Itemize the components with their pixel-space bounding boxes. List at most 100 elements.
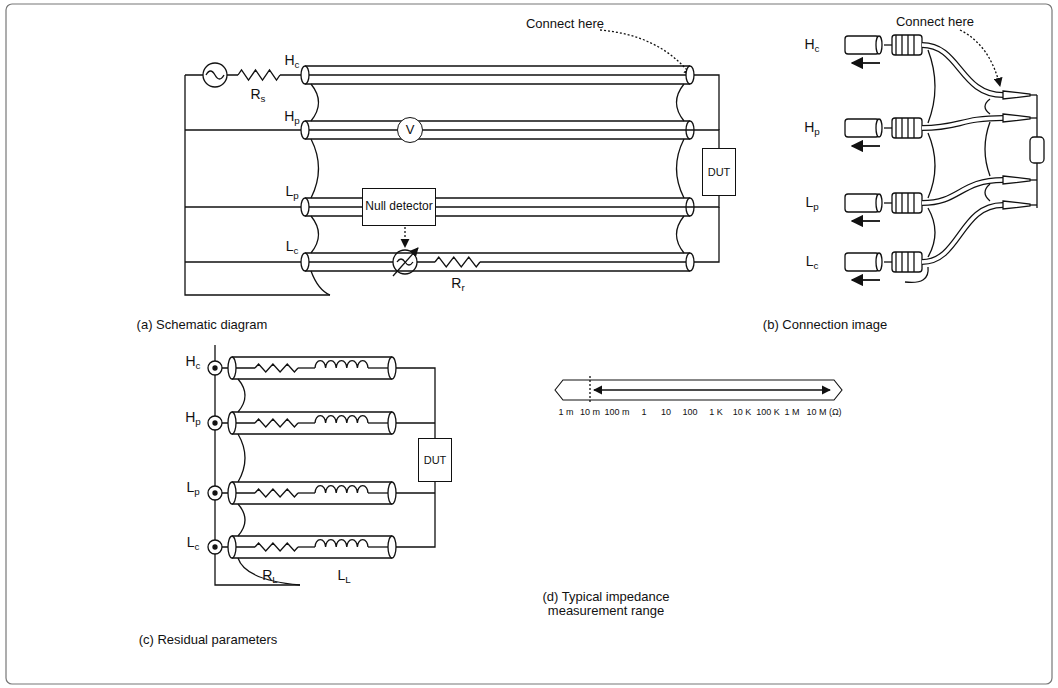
inductor-symbol <box>315 361 368 368</box>
connector-symbol <box>208 361 222 375</box>
signal-name: LL <box>337 568 350 583</box>
dut-box: DUT <box>702 148 736 196</box>
bnc-plug <box>892 118 922 138</box>
signal-name: Lc <box>187 535 200 550</box>
bnc-plug <box>892 252 922 272</box>
voltmeter-circle: V <box>397 117 423 143</box>
scale-label: 10 M (Ω) <box>806 408 841 418</box>
coax-end <box>388 412 396 434</box>
clip-jaw <box>1030 204 1037 205</box>
scale-label: 10 m <box>580 408 600 418</box>
coax-end <box>301 66 309 84</box>
plug-in-arrow <box>852 220 880 222</box>
shield-link <box>238 558 300 585</box>
plug-ring <box>901 35 902 55</box>
shield-link <box>985 99 990 114</box>
inductor-symbol <box>315 486 368 493</box>
range-limit <box>589 376 590 404</box>
cable <box>922 205 1003 262</box>
caption-text: (b) Connection image <box>763 318 887 332</box>
bnc-socket <box>845 119 879 137</box>
signal-name: Lc <box>806 254 819 269</box>
resistor-symbol <box>255 419 298 427</box>
coax-end <box>228 482 236 504</box>
coax-end <box>301 253 309 271</box>
dut-box: DUT <box>418 438 452 482</box>
bnc-socket-face <box>876 36 882 54</box>
plug-ring <box>901 252 902 272</box>
signal-name: Lp <box>805 195 818 210</box>
coax-shield <box>232 536 392 558</box>
lead-wire <box>222 422 255 423</box>
scale-label: 10 K <box>733 408 752 418</box>
alligator-clip <box>1003 114 1030 122</box>
plug-ring <box>907 252 908 272</box>
null-detector-box: Null detector <box>362 188 436 226</box>
scale-label: 1 M <box>784 408 799 418</box>
node-text: V <box>406 123 415 138</box>
plug-in-arrow <box>852 145 880 147</box>
lead-wire <box>298 546 315 547</box>
control-arrow <box>404 227 405 247</box>
plug-pin <box>884 202 892 203</box>
coax-end <box>301 198 309 216</box>
shield-link <box>905 267 928 282</box>
resistor-symbol <box>238 70 280 80</box>
cable <box>922 180 1003 203</box>
plug-ring <box>895 193 896 213</box>
low-wires <box>392 482 435 547</box>
shield-link <box>238 434 245 482</box>
shield-link <box>677 84 685 121</box>
scale-label: 100 <box>682 408 697 418</box>
signal-source <box>203 63 227 87</box>
coax-end <box>388 536 396 558</box>
bnc-plug <box>892 193 922 213</box>
plug-ring <box>913 35 914 55</box>
plug-pin <box>884 127 892 128</box>
plug-pin <box>884 44 892 45</box>
coax-shield <box>232 412 392 434</box>
resistor-symbol <box>255 543 298 551</box>
signal-name: RL <box>262 568 278 583</box>
shield-link <box>928 133 935 198</box>
coax-end <box>686 253 694 271</box>
caption-text: Connect here <box>896 15 974 29</box>
lead-wire <box>222 546 255 547</box>
coax-end <box>228 412 236 434</box>
lead-wire <box>298 492 315 493</box>
generated-strokes <box>208 35 1037 585</box>
high-wires <box>392 368 435 438</box>
lc-wire <box>185 207 719 262</box>
connector-pin <box>213 366 217 370</box>
shield-link <box>985 122 990 176</box>
hc-wire <box>185 75 719 130</box>
alligator-clip <box>1003 176 1030 184</box>
connector-pin <box>213 421 217 425</box>
shield-link <box>238 504 245 536</box>
signal-name: Hp <box>185 410 201 425</box>
coax-end <box>686 66 694 84</box>
lead-wire <box>222 492 255 493</box>
shield-link <box>311 84 319 121</box>
coax-end <box>228 536 236 558</box>
figure-frame <box>6 4 1052 684</box>
caption-text: (c) Residual parameters <box>139 633 278 647</box>
signal-name: Lc <box>286 239 299 254</box>
shield-link <box>928 208 935 257</box>
bnc-plug <box>892 35 922 55</box>
node-text: DUT <box>424 454 447 467</box>
shield-link <box>311 271 330 295</box>
inductor-symbol <box>315 540 368 547</box>
plug-ring <box>913 193 914 213</box>
caption-text: (d) Typical impedance measurement range <box>531 590 681 619</box>
lp-wire <box>185 206 363 207</box>
sine-symbol <box>206 71 224 79</box>
caption-text: Connect here <box>526 17 604 31</box>
scale-label: 1 <box>641 408 646 418</box>
signal-name: Rr <box>451 276 464 291</box>
signal-name: Hc <box>804 37 819 52</box>
plug-ring <box>901 118 902 138</box>
